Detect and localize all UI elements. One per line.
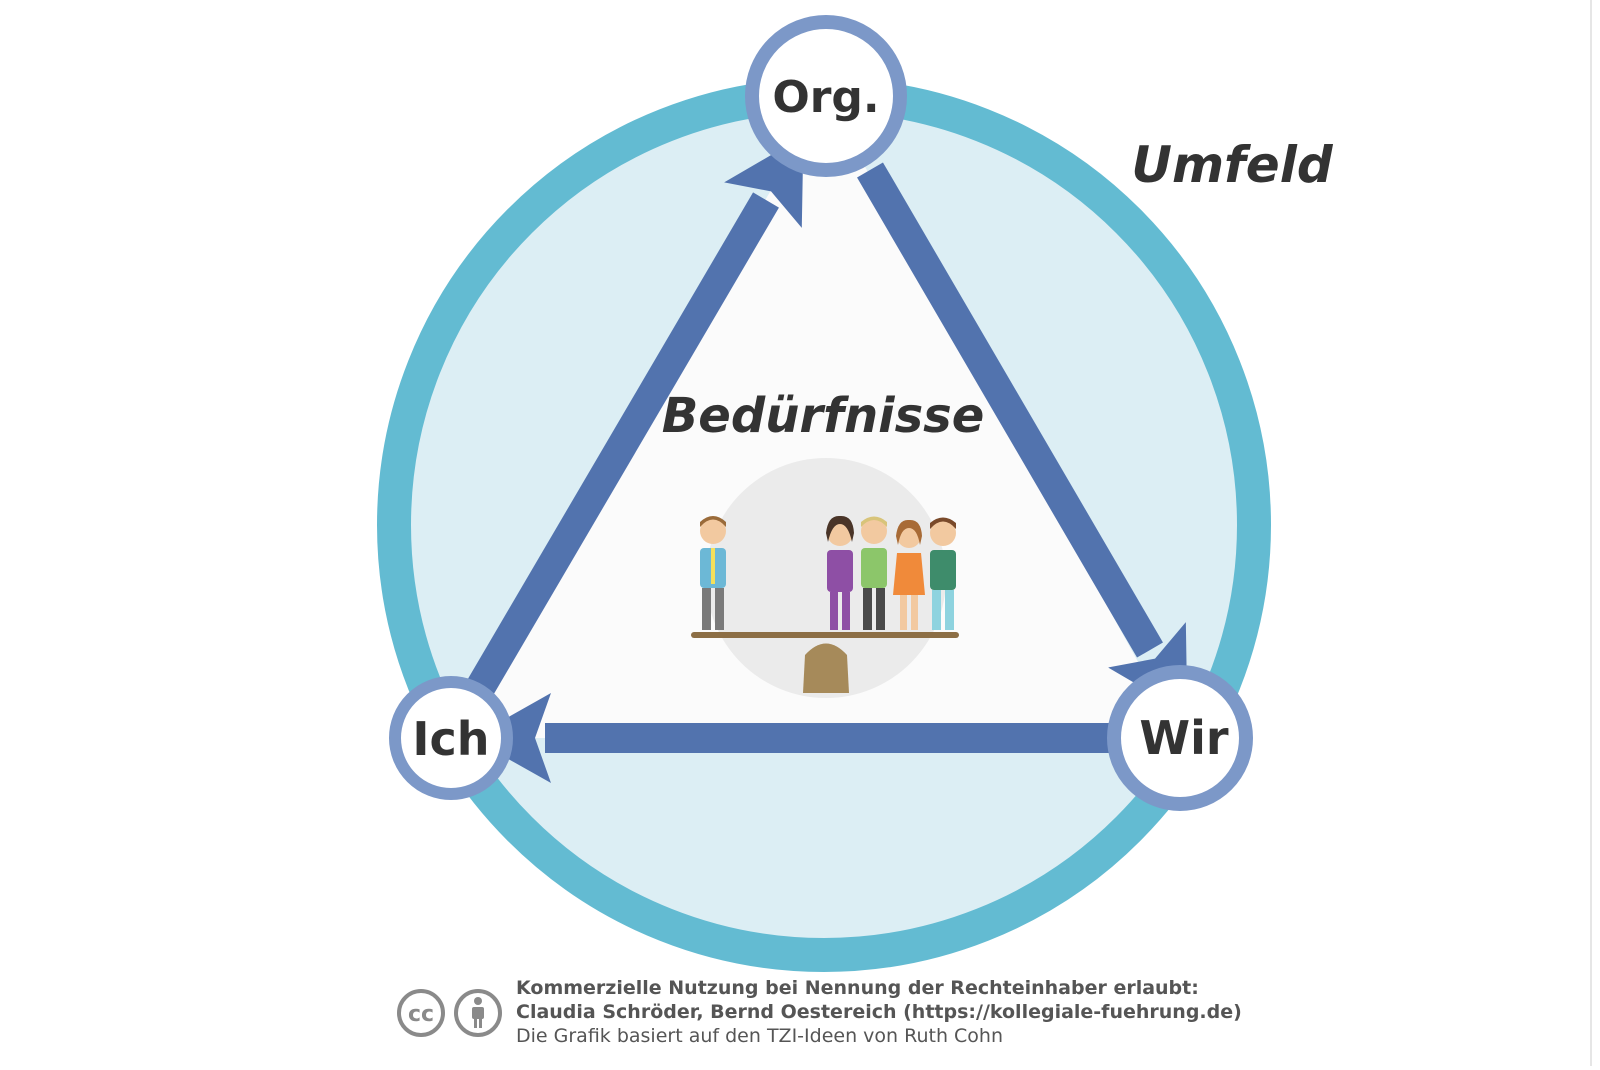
page-edge-divider: [1590, 0, 1592, 1066]
triangle-area: [451, 96, 1180, 738]
balance-illustration: [691, 458, 959, 698]
svg-text:cc: cc: [408, 1002, 434, 1027]
node-wir-label: Wir: [1139, 711, 1229, 765]
environment-label: Umfeld: [1131, 136, 1334, 194]
node-ich: Ich: [389, 676, 513, 800]
footer-line-3: Die Grafik basiert auf den TZI-Ideen von…: [516, 1025, 1003, 1047]
node-ich-label: Ich: [412, 712, 489, 766]
arrow-org-to-wir: [857, 162, 1188, 714]
person-icon: [893, 519, 925, 630]
arrow-ich-to-org: [457, 136, 804, 713]
person-icon: [861, 516, 887, 630]
person-icon: [930, 517, 956, 630]
cc-icon: cc: [397, 989, 445, 1037]
seesaw-fulcrum: [803, 643, 849, 693]
person-icon: [700, 516, 726, 630]
footer-line-1: Kommerzielle Nutzung bei Nennung der Rec…: [516, 977, 1199, 999]
license-footer: Kommerzielle Nutzung bei Nennung der Rec…: [516, 976, 1276, 1048]
seesaw-beam: [691, 632, 959, 638]
node-wir: Wir: [1107, 665, 1253, 811]
footer-line-2: Claudia Schröder, Bernd Oestereich (http…: [516, 1001, 1242, 1023]
center-label: Bedürfnisse: [662, 388, 985, 444]
node-org: Org.: [745, 15, 907, 177]
person-icon: [826, 515, 854, 630]
attribution-icon: [454, 989, 502, 1037]
node-org-label: Org.: [772, 72, 879, 123]
license-icons: cc: [397, 989, 502, 1037]
